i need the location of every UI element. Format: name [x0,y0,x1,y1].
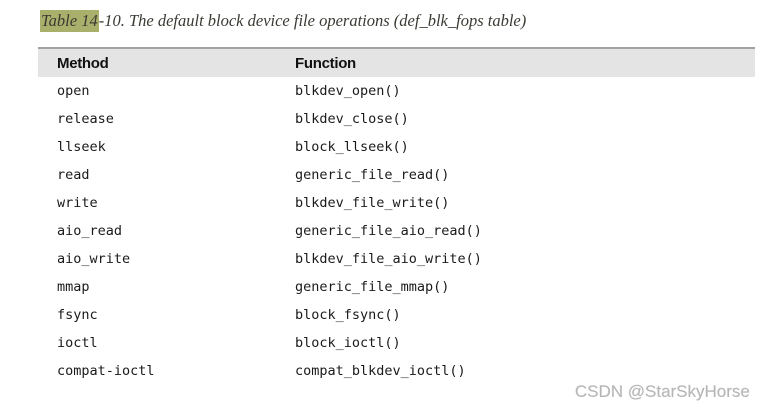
table-row: open blkdev_open() [38,77,755,105]
function-cell: blkdev_open() [295,83,401,99]
function-cell: blkdev_close() [295,111,409,127]
function-cell: generic_file_read() [295,167,450,183]
table-row: llseek block_llseek() [38,133,755,161]
table-row: fsync block_fsync() [38,301,755,329]
table-row: read generic_file_read() [38,161,755,189]
function-cell: block_llseek() [295,139,409,155]
table-caption-highlight: Table 14 [40,10,99,32]
method-cell: open [57,83,90,99]
table-row: aio_write blkdev_file_aio_write() [38,245,755,273]
operations-table: Method Function open blkdev_open() relea… [38,47,755,385]
function-cell: block_ioctl() [295,335,401,351]
function-cell: blkdev_file_aio_write() [295,251,482,267]
table-row: compat-ioctl compat_blkdev_ioctl() [38,357,755,385]
column-header-function: Function [295,54,356,72]
method-cell: aio_read [57,223,123,239]
table-row: aio_read generic_file_aio_read() [38,217,755,245]
method-cell: compat-ioctl [57,363,155,379]
table-row: write blkdev_file_write() [38,189,755,217]
table-body: open blkdev_open() release blkdev_close(… [38,77,755,385]
table-row: mmap generic_file_mmap() [38,273,755,301]
method-cell: write [57,195,98,211]
table-caption: Table 14-10. The default block device fi… [40,10,526,32]
method-cell: mmap [57,279,90,295]
method-cell: read [57,167,90,183]
function-cell: generic_file_mmap() [295,279,450,295]
function-cell: generic_file_aio_read() [295,223,482,239]
function-cell: compat_blkdev_ioctl() [295,363,466,379]
table-row: ioctl block_ioctl() [38,329,755,357]
table-header-row: Method Function [38,47,755,77]
method-cell: ioctl [57,335,98,351]
column-header-method: Method [57,54,109,72]
function-cell: blkdev_file_write() [295,195,450,211]
table-caption-text: -10. The default block device file opera… [98,11,527,30]
table-row: release blkdev_close() [38,105,755,133]
method-cell: aio_write [57,251,131,267]
method-cell: fsync [57,307,98,323]
method-cell: llseek [57,139,106,155]
method-cell: release [57,111,114,127]
watermark: CSDN @StarSkyHorse [574,382,750,401]
function-cell: block_fsync() [295,307,401,323]
